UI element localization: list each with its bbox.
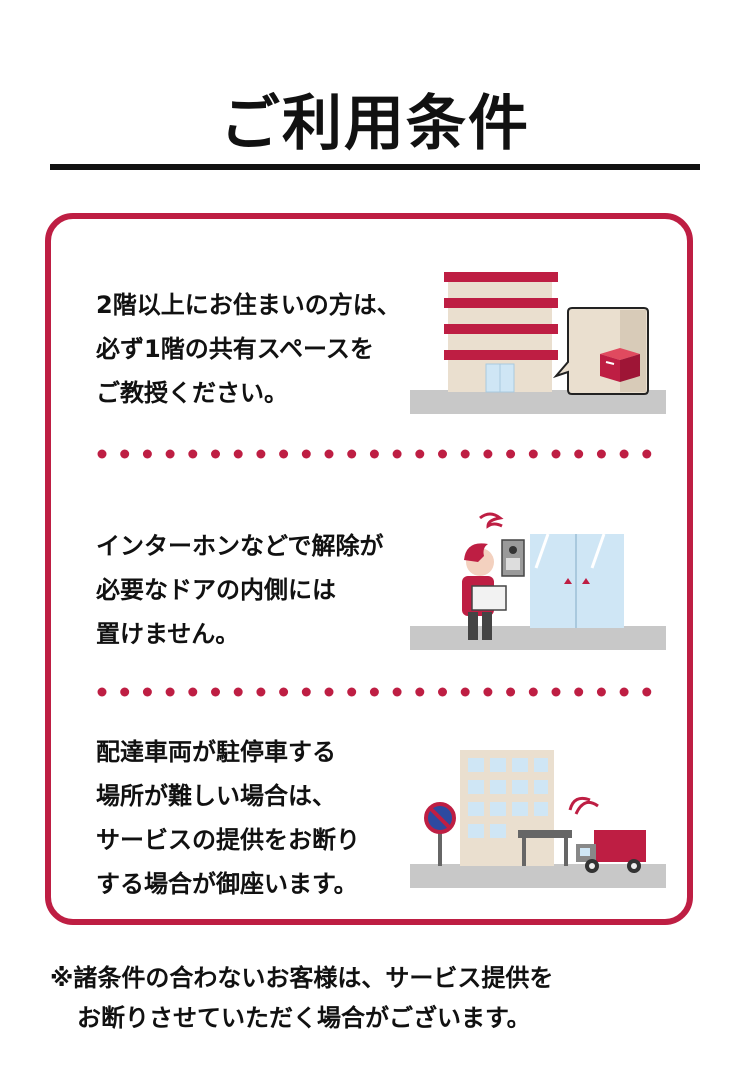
truck-no-parking-building-icon: [410, 750, 666, 888]
divider-dot: [142, 687, 152, 697]
divider-dot: [619, 449, 629, 459]
footnote-line-2: お断りさせていただく場合がございます。: [77, 1004, 531, 1032]
divider-dot: [460, 687, 470, 697]
divider-dot: [324, 687, 334, 697]
divider-dot: [347, 449, 357, 459]
divider-dot: [642, 449, 652, 459]
divider-dot: [506, 449, 516, 459]
divider-dot: [324, 449, 334, 459]
condition-1-line-1: 2階以上にお住まいの方は、: [96, 291, 401, 319]
section-divider-1: [97, 449, 652, 459]
divider-dot: [438, 449, 447, 459]
divider-dot: [279, 449, 289, 459]
divider-dot: [165, 449, 175, 459]
condition-2-line-3: 置けません。: [96, 620, 240, 648]
divider-dot: [369, 449, 379, 459]
delivery-person-at-locked-door-icon: [410, 512, 666, 650]
divider-dot: [574, 687, 584, 697]
apartment-building-with-package-icon: [410, 272, 666, 414]
divider-dot: [528, 449, 538, 459]
divider-dot: [233, 449, 243, 459]
divider-dot: [415, 449, 425, 459]
divider-dot: [619, 687, 629, 697]
condition-2-text: インターホンなどで解除が 必要なドアの内側には 置けません。: [96, 524, 384, 656]
divider-dot: [551, 449, 561, 459]
divider-dot: [279, 687, 289, 697]
divider-dot: [97, 449, 107, 459]
divider-dot: [369, 687, 379, 697]
divider-dot: [528, 687, 538, 697]
condition-2-line-2: 必要なドアの内側には: [96, 576, 336, 604]
condition-1-line-3: ご教授ください。: [96, 379, 288, 407]
divider-dot: [165, 687, 175, 697]
divider-dot: [142, 449, 152, 459]
divider-dot: [642, 687, 652, 697]
condition-3-line-3: サービスの提供をお断り: [96, 826, 360, 854]
condition-3-text: 配達車両が駐停車する 場所が難しい場合は、 サービスの提供をお断り する場合が御…: [96, 730, 360, 906]
footnote-line-1: ※諸条件の合わないお客様は、サービス提供を: [50, 964, 554, 992]
divider-dot: [188, 687, 198, 697]
condition-3-line-4: する場合が御座います。: [96, 870, 358, 898]
footnote: ※諸条件の合わないお客様は、サービス提供を お断りさせていただく場合がございます…: [50, 958, 553, 1038]
divider-dot: [574, 449, 584, 459]
divider-dot: [392, 449, 402, 459]
divider-dot: [211, 449, 220, 459]
divider-dot: [347, 687, 357, 697]
divider-dot: [506, 687, 516, 697]
divider-dot: [596, 449, 606, 459]
divider-dot: [551, 687, 561, 697]
condition-2-line-1: インターホンなどで解除が: [96, 532, 384, 560]
divider-dot: [460, 449, 470, 459]
title-underline: [50, 164, 700, 170]
divider-dot: [483, 687, 493, 697]
condition-1-text: 2階以上にお住まいの方は、 必ず1階の共有スペースを ご教授ください。: [96, 283, 401, 415]
divider-dot: [211, 687, 220, 697]
condition-3-line-2: 場所が難しい場合は、: [96, 782, 336, 810]
divider-dot: [120, 449, 130, 459]
condition-1-line-2: 必ず1階の共有スペースを: [96, 335, 374, 363]
condition-3-line-1: 配達車両が駐停車する: [96, 738, 336, 766]
divider-dot: [233, 687, 243, 697]
divider-dot: [392, 687, 402, 697]
divider-dot: [301, 687, 311, 697]
divider-dot: [483, 449, 493, 459]
divider-dot: [188, 449, 198, 459]
divider-dot: [301, 449, 311, 459]
divider-dot: [256, 687, 266, 697]
divider-dot: [120, 687, 130, 697]
divider-dot: [438, 687, 447, 697]
section-divider-2: [97, 687, 652, 697]
divider-dot: [415, 687, 425, 697]
divider-dot: [256, 449, 266, 459]
divider-dot: [596, 687, 606, 697]
divider-dot: [97, 687, 107, 697]
page-title: ご利用条件: [220, 89, 530, 159]
